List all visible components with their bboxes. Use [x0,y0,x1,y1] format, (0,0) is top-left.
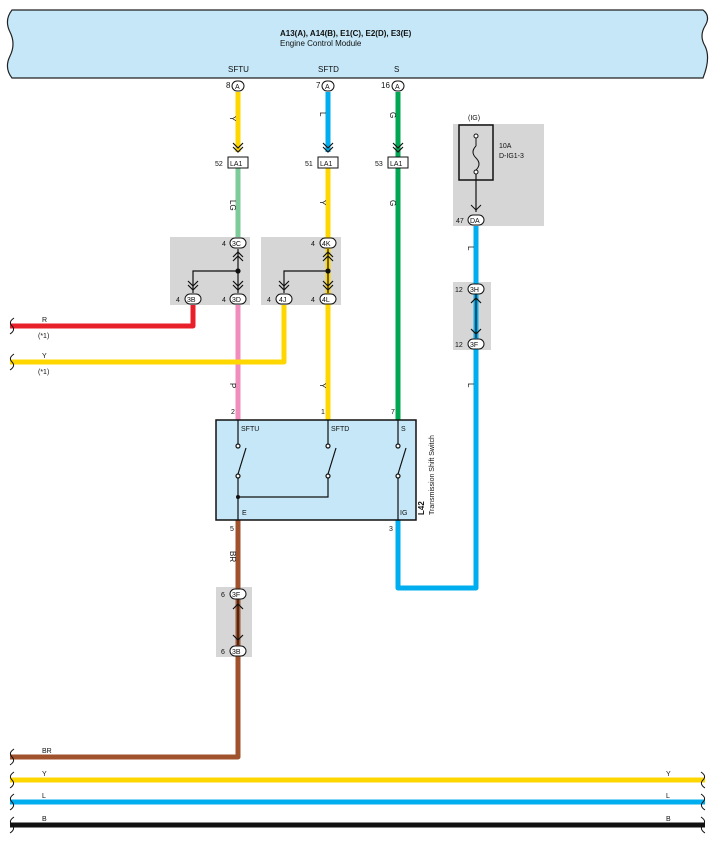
pin-name-s: S [394,65,399,74]
sw-ig-num: 3 [389,526,393,533]
pin-num-sftu: 8 [226,81,231,90]
bus-br-left: BR [42,748,52,755]
fuse-junction: 3H 12 3F 12 [455,283,485,350]
label-fuse-upper: L [466,246,475,251]
bus-l-right: L [666,793,670,800]
pin-name-sftu: SFTU [228,65,249,74]
jc-mid-top: 4K [322,241,331,248]
bus-y-right: Y [666,771,671,778]
fuse-name: D-IG1-3 [499,153,524,160]
ecm-connectors: A A A [231,80,405,92]
sw-pin-num-s: 7 [391,409,395,416]
label-sftu-upper: Y [228,116,237,122]
junction-internal [187,249,482,645]
label-sftd-mid: Y [318,200,327,206]
sw-pin-sftd: SFTD [331,426,349,433]
jc-mid-side-num: 4 [267,297,271,304]
jc-mid-bottom: 4L [322,297,330,304]
label-sftd-upper: L [318,112,327,117]
pin-num-sftd: 7 [316,81,321,90]
pin-num-s: 16 [381,81,390,90]
fj-top: 3H [470,287,479,294]
left-y-sub: (*1) [38,369,49,376]
sw-ig: IG [400,510,407,517]
jc-left-bottom-num: 4 [222,297,226,304]
gj-top: 3F [232,592,240,599]
left-y-color: Y [42,353,47,360]
sw-e: E [242,510,247,517]
jc-mid-side: 4J [279,297,286,304]
left-r-color: R [42,317,47,324]
fuse-rating: 10A [499,143,512,150]
gj-bottom: 3B [232,649,241,656]
junction-connectors: 3C 4 3D 4 3B 4 4K 4 4L 4 4J 4 [176,237,337,305]
la1-num-s: 53 [375,161,383,168]
jc-left-side-num: 4 [176,297,180,304]
label-s-mid: G [388,200,397,206]
jc-mid-bottom-num: 4 [311,297,315,304]
jc-left-top-num: 4 [222,241,226,248]
gj-bottom-num: 6 [221,649,225,656]
sw-pin-s: S [401,426,406,433]
sw-pin-num-sftd: 1 [321,409,325,416]
jc-left-bottom: 3D [232,297,241,304]
ecm-title: A13(A), A14(B), E1(C), E2(D), E3(E) [280,29,412,38]
sw-name: Transmission Shift Switch [429,435,436,515]
label-fuse-lower: L [466,383,475,388]
fuse-ig: (IG) [468,115,480,122]
sw-pin-sftu: SFTU [241,426,259,433]
conn-sftu: A [235,84,240,91]
gj-top-num: 6 [221,592,225,599]
label-s-upper: G [388,112,397,118]
bus-b-right: B [666,816,671,823]
jc-left-top: 3C [232,241,241,248]
left-wire-labels: R (*1) Y (*1) [9,317,49,376]
la1-connectors: LA1 LA1 LA1 52 51 53 [215,142,409,169]
conn-s: A [395,84,400,91]
conn-sftd: A [325,84,330,91]
bus-y-left: Y [42,771,47,778]
bus-labels: BR Y Y L L B B [9,748,706,834]
la1-label-sftd: LA1 [320,161,333,168]
la1-num-sftd: 51 [305,161,313,168]
la1-label-s: LA1 [390,161,403,168]
wire-fuse-l [395,226,479,591]
jc-left-side: 3B [187,297,196,304]
bus-b-left: B [42,816,47,823]
fuse-box [453,124,544,226]
sw-code: L42 [417,501,426,515]
ground-junction: 3F 6 3B 6 [221,588,247,657]
fj-top-num: 12 [455,287,463,294]
sw-pin-num-sftu: 2 [231,409,235,416]
ecm-module: A13(A), A14(B), E1(C), E2(D), E3(E) Engi… [6,9,709,79]
fj-bottom: 3F [470,342,478,349]
label-sftd-low: Y [318,383,327,389]
bus-l-left: L [42,793,46,800]
fj-bottom-num: 12 [455,342,463,349]
fuse: (IG) 10A D-IG1-3 DA 47 [456,115,524,226]
label-ground: BR [228,551,237,562]
la1-num-sftu: 52 [215,161,223,168]
label-sftu-low: P [228,383,237,388]
fuse-out-label: DA [470,218,480,225]
label-sftu-mid: LG [228,200,237,211]
ecm-pins: SFTU SFTD S 8 7 16 [226,65,399,90]
pin-name-sftd: SFTD [318,65,339,74]
la1-label-sftu: LA1 [230,161,243,168]
wire-left-y [10,305,287,365]
fuse-out-num: 47 [456,218,464,225]
wire-left-r [10,305,196,329]
ecm-subtitle: Engine Control Module [280,39,362,48]
transmission-shift-switch: 2 1 7 SFTU SFTD S E IG 5 3 L42 Trans [215,409,436,533]
left-r-sub: (*1) [38,333,49,340]
wire-labels: Y L G LG Y G P Y L L BR [228,112,475,562]
wire-ground-br [10,520,241,760]
jc-mid-top-num: 4 [311,241,315,248]
sw-e-num: 5 [230,526,234,533]
